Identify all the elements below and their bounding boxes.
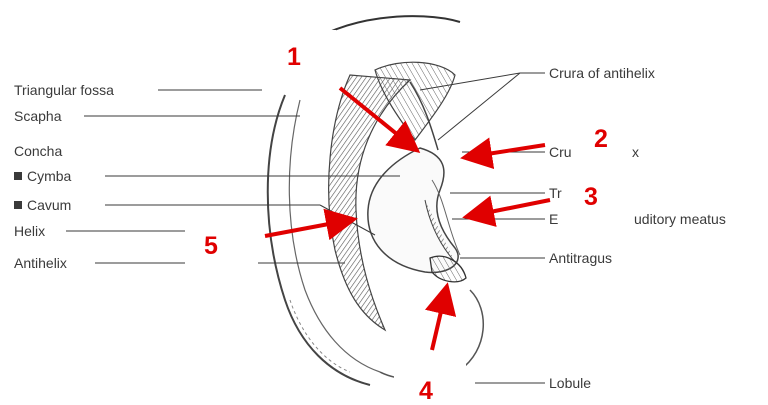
- label-mask-3: [572, 172, 634, 228]
- bullet-square-icon: [14, 172, 22, 180]
- arrow-4: [432, 290, 446, 350]
- label-triangular-fossa: Triangular fossa: [14, 82, 114, 98]
- label-mask-1: [268, 30, 336, 90]
- label-scapha: Scapha: [14, 108, 61, 124]
- label-cymba-text: Cymba: [27, 168, 71, 184]
- label-lobule: Lobule: [549, 375, 591, 391]
- antitragus-shape: [430, 256, 466, 282]
- label-mask-5: [185, 224, 258, 274]
- marker-1: 1: [287, 44, 301, 70]
- label-helix: Helix: [14, 223, 45, 239]
- label-meatus-start: E: [549, 211, 558, 227]
- marker-3: 3: [584, 184, 598, 210]
- label-cavum: Cavum: [14, 197, 71, 213]
- label-crus-of-helix-partial: Cru: [549, 144, 572, 160]
- label-crus-of-helix-tail: x: [632, 144, 639, 160]
- arrow-3: [470, 200, 550, 216]
- label-antitragus: Antitragus: [549, 250, 612, 266]
- arrow-2: [468, 145, 545, 157]
- label-antihelix: Antihelix: [14, 255, 67, 271]
- label-tragus-partial: Tr: [549, 185, 562, 201]
- marker-5: 5: [204, 233, 218, 259]
- label-cavum-text: Cavum: [27, 197, 71, 213]
- bullet-square-icon: [14, 201, 22, 209]
- label-cymba: Cymba: [14, 168, 71, 184]
- label-concha: Concha: [14, 143, 62, 159]
- label-meatus-end: uditory meatus: [634, 211, 726, 227]
- label-crura-of-antihelix: Crura of antihelix: [549, 65, 655, 81]
- marker-2: 2: [594, 126, 608, 152]
- marker-4: 4: [419, 378, 433, 404]
